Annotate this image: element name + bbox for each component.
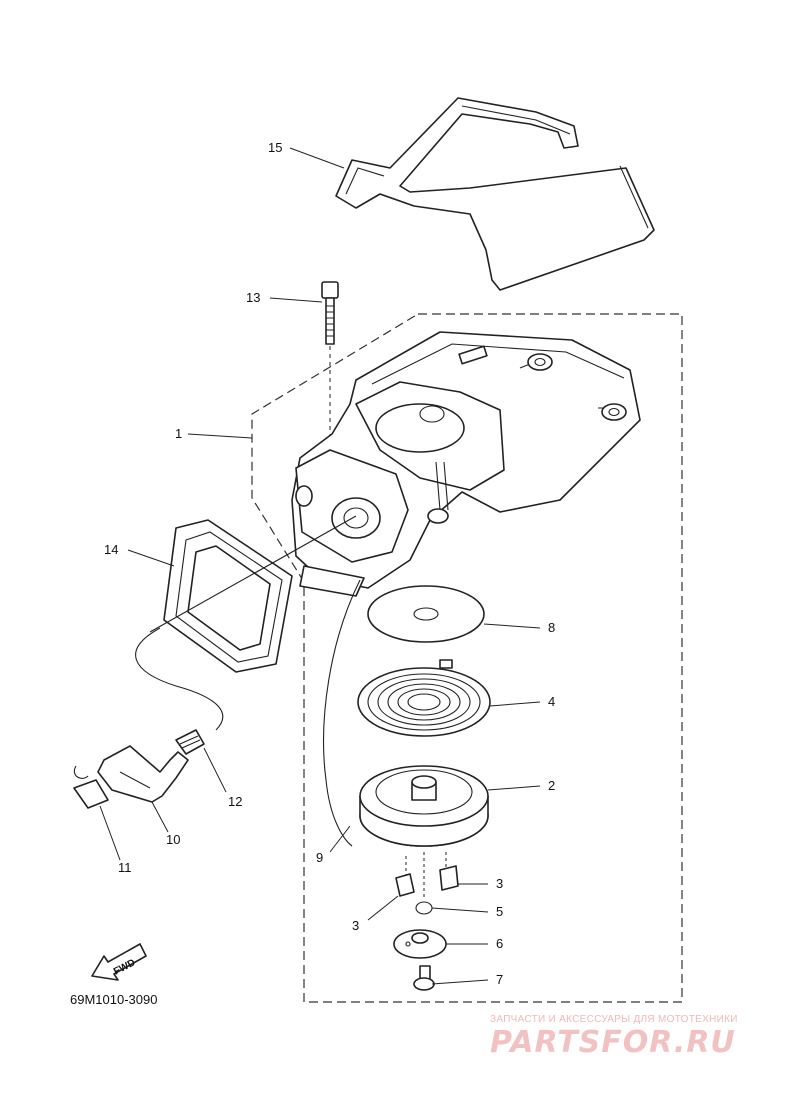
callout-7: 7: [496, 972, 503, 987]
part-14-seal: [163, 519, 293, 673]
callout-3b: 3: [352, 918, 359, 933]
part-12-grommet: [175, 729, 205, 755]
callout-1: 1: [175, 426, 182, 441]
callout-4: 4: [548, 694, 555, 709]
part-11-seal: [73, 765, 109, 809]
callout-5: 5: [496, 904, 503, 919]
assembly-boundary: [251, 313, 683, 1003]
callout-8: 8: [548, 620, 555, 635]
part-3-pawl-left: [395, 856, 415, 897]
part-5-clip: [415, 852, 433, 915]
part-15-bracket: [335, 97, 655, 291]
part-1-starter-case: [291, 331, 641, 597]
watermark-subtitle: ЗАПЧАСТИ И АКСЕССУАРЫ ДЛЯ МОТОТЕХНИКИ: [490, 1014, 738, 1025]
leader-lines: [99, 147, 541, 985]
part-2-drum: [359, 765, 489, 847]
watermark-brand: PARTSFOR.RU: [490, 1025, 736, 1060]
watermark: ЗАПЧАСТИ И АКСЕССУАРЫ ДЛЯ МОТОТЕХНИКИ PA…: [490, 1014, 738, 1060]
callout-6: 6: [496, 936, 503, 951]
part-8-plate: [367, 585, 485, 643]
diagram-code: 69M1010-3090: [70, 992, 157, 1007]
part-9-rope: [135, 515, 361, 847]
callout-2: 2: [548, 778, 555, 793]
part-3-pawl-right: [439, 852, 459, 891]
callout-13: 13: [246, 290, 260, 305]
callout-12: 12: [228, 794, 242, 809]
callout-15: 15: [268, 140, 282, 155]
part-4-spring: [357, 659, 491, 737]
callout-9: 9: [316, 850, 323, 865]
part-13-bolt: [321, 281, 339, 460]
callout-14: 14: [104, 542, 118, 557]
callout-11: 11: [118, 860, 132, 875]
callout-3a: 3: [496, 876, 503, 891]
callout-10: 10: [166, 832, 180, 847]
fwd-arrow-icon: FWD: [91, 943, 147, 981]
callout-labels: 1 2 3 3 4 5 6 7 8 9 10 11 12 13 14 15: [104, 140, 555, 987]
part-10-handle: [97, 745, 189, 803]
part-6-plate: [393, 929, 447, 959]
part-7-screw: [413, 965, 435, 991]
